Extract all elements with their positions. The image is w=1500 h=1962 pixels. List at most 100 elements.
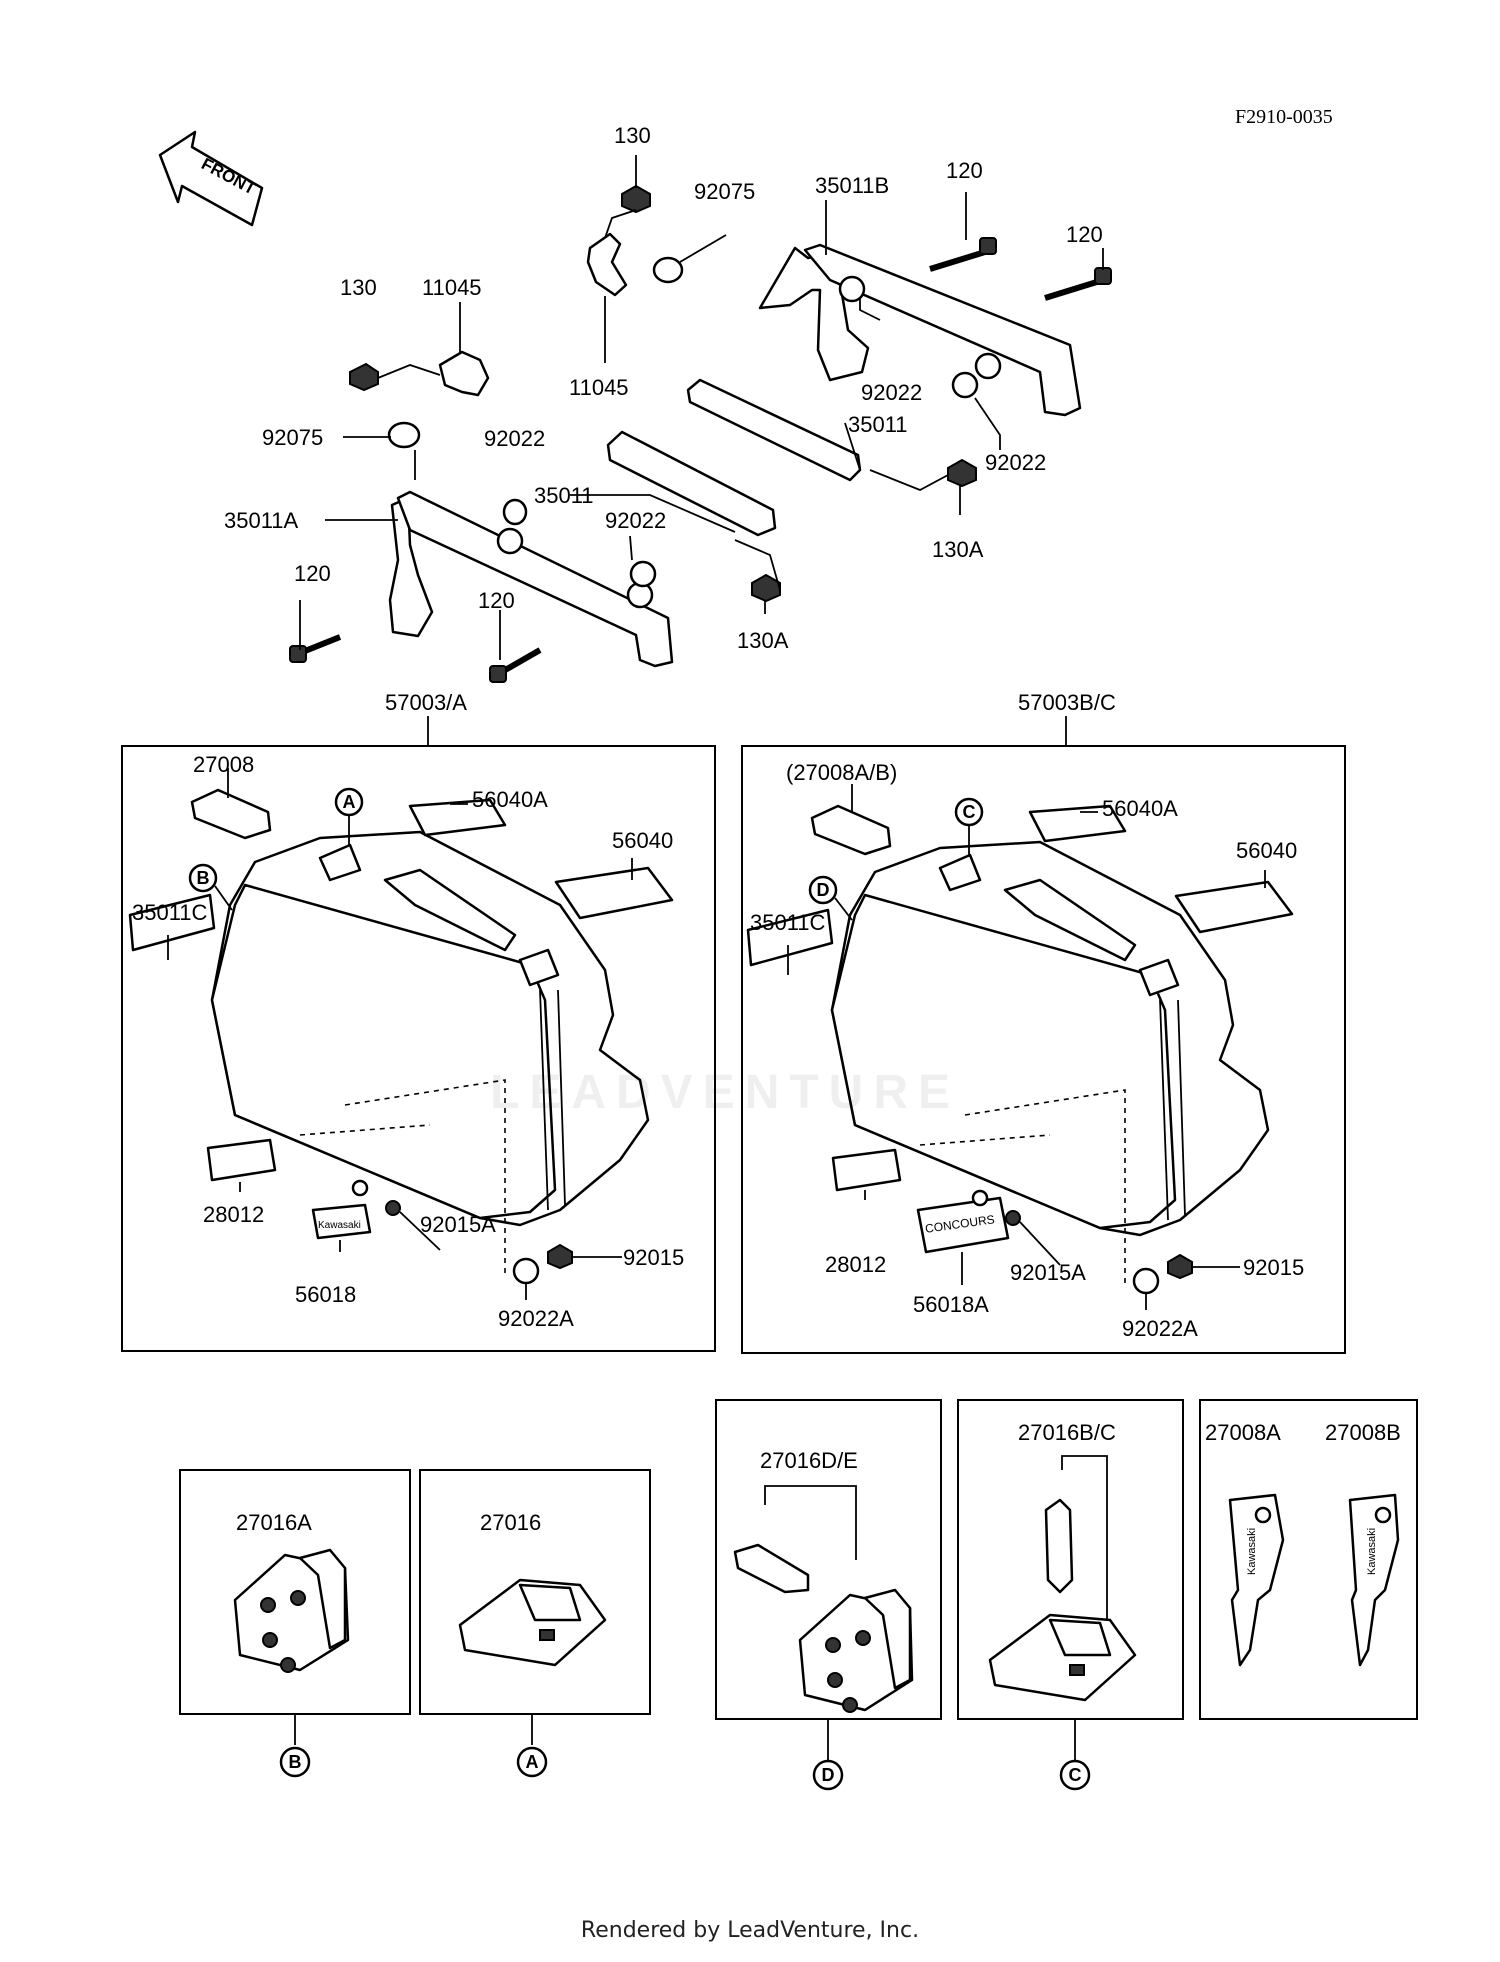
right-label-28012: 28012 <box>825 1252 886 1277</box>
footer-credit: Rendered by LeadVenture, Inc. <box>580 1918 920 1943</box>
right-label-56018A: 56018A <box>913 1292 989 1317</box>
left-case-group: 57003/A Kawasaki A B <box>121 690 716 1352</box>
key-text-b: Kawasaki <box>1366 1528 1378 1575</box>
label-130-top: 130 <box>614 123 651 148</box>
latch-box-27016DE: 27016D/E D <box>715 1399 942 1791</box>
circle-ref-B-latch-text: B <box>289 1752 302 1772</box>
left-label-56040: 56040 <box>612 828 673 853</box>
left-label-56018: 56018 <box>295 1282 356 1307</box>
diagram-code: F2910-0035 <box>1235 106 1333 128</box>
latch-key-27016DE <box>733 1543 810 1594</box>
latch-label-27016DE: 27016D/E <box>760 1448 858 1473</box>
emblem-text-left: Kawasaki <box>318 1220 361 1231</box>
label-92022-left: 92022 <box>484 426 545 451</box>
circle-ref-A-latch-text: A <box>526 1752 539 1772</box>
circle-ref-A-left-text: A <box>343 792 356 812</box>
right-label-56040: 56040 <box>1236 838 1297 863</box>
label-35011A: 35011A <box>224 508 299 533</box>
circle-ref-D-latch <box>812 1759 844 1791</box>
label-92022-mid: 92022 <box>605 508 666 533</box>
label-92022-b1: 92022 <box>861 380 922 405</box>
plate-35011C-right <box>746 908 834 967</box>
label-120-d: 120 <box>478 588 515 613</box>
circle-ref-D-latch-text: D <box>822 1765 835 1785</box>
left-case-box <box>121 745 716 1352</box>
circle-ref-C-latch <box>1059 1759 1091 1791</box>
right-label-92022A: 92022A <box>1122 1316 1198 1341</box>
watermark: LEADVENTURE <box>490 1066 961 1119</box>
circle-ref-C-latch-text: C <box>1069 1765 1082 1785</box>
label-35011-left: 35011 <box>534 483 594 508</box>
bracket-35011B <box>758 243 1082 417</box>
decal-56040-right <box>1174 880 1294 934</box>
label-92075-top: 92075 <box>694 179 755 204</box>
reflector-28012-right <box>831 1148 902 1192</box>
latch-box-27016BC: 27016B/C C <box>957 1399 1184 1791</box>
left-label-92015A: 92015A <box>420 1212 496 1237</box>
bar-35011-right <box>686 378 862 482</box>
right-case-group: 57003B/C CONCOURS C D <box>741 690 1346 1354</box>
key-label-27008B: 27008B <box>1325 1420 1401 1445</box>
label-92022-b2: 92022 <box>985 450 1046 475</box>
bar-35011-left <box>606 430 777 537</box>
right-label-92015: 92015 <box>1243 1255 1304 1280</box>
circle-ref-C-right-text: C <box>963 802 976 822</box>
front-arrow-icon: FRONT <box>158 130 264 227</box>
latch-box-27016A: 27016A B <box>179 1469 411 1778</box>
right-label-27008AB: (27008A/B) <box>786 760 897 785</box>
label-11045-left: 11045 <box>422 275 482 300</box>
key-icon-27008A: Kawasaki <box>1228 1493 1285 1667</box>
key-label-27008A: 27008A <box>1205 1420 1281 1445</box>
key-box-27008AB: 27008A 27008B Kawasaki Kawasaki <box>1199 1399 1418 1720</box>
circle-ref-B-left <box>188 863 218 893</box>
latch-label-27016BC: 27016B/C <box>1018 1420 1116 1445</box>
mount-labels: 130 92075 35011B 120 120 130 11045 11045… <box>224 123 1103 653</box>
circle-ref-B-latch <box>279 1746 311 1778</box>
latch-label-27016A: 27016A <box>236 1510 312 1535</box>
label-11045-mid: 11045 <box>569 375 629 400</box>
label-130-left: 130 <box>340 275 377 300</box>
right-case-box <box>741 745 1346 1354</box>
latch-box-27016: 27016 A <box>419 1469 651 1778</box>
label-35011-right: 35011 <box>848 412 908 437</box>
circle-ref-A-latch <box>516 1746 548 1778</box>
key-blank-27008 <box>190 788 272 840</box>
label-92075-left: 92075 <box>262 425 323 450</box>
key-text-a: Kawasaki <box>1246 1528 1258 1575</box>
left-case-title: 57003/A <box>385 690 467 715</box>
decal-56040A-right <box>1028 804 1127 843</box>
right-label-35011C: 35011C <box>750 910 826 935</box>
left-label-28012: 28012 <box>203 1202 264 1227</box>
latch-key-27016BC <box>1044 1498 1074 1594</box>
label-120-c: 120 <box>294 561 331 586</box>
hardware-parts <box>289 184 1112 683</box>
plate-35011C <box>128 893 216 952</box>
label-130A-right: 130A <box>932 537 984 562</box>
decal-56040A <box>408 798 507 837</box>
right-label-92015A: 92015A <box>1010 1260 1086 1285</box>
emblem-56018 <box>311 1203 372 1240</box>
circle-ref-B-left-text: B <box>197 868 210 888</box>
circle-ref-D-right-text: D <box>817 880 830 900</box>
label-35011B: 35011B <box>815 173 889 198</box>
left-label-35011C: 35011C <box>132 900 208 925</box>
circle-ref-D-right <box>808 875 838 905</box>
right-case-title: 57003B/C <box>1018 690 1116 715</box>
key-icon-27008B: Kawasaki <box>1348 1493 1400 1667</box>
leader-lines <box>299 155 1104 660</box>
left-label-92015: 92015 <box>623 1245 684 1270</box>
label-130A-mid: 130A <box>737 628 789 653</box>
left-label-56040A: 56040A <box>472 787 548 812</box>
label-120-b: 120 <box>1066 222 1103 247</box>
right-label-56040A: 56040A <box>1102 796 1178 821</box>
decal-56040 <box>554 866 674 920</box>
emblem-56018A <box>916 1196 1010 1254</box>
reflector-28012 <box>206 1138 277 1182</box>
label-120-a: 120 <box>946 158 983 183</box>
bracket-35011A <box>388 490 674 668</box>
latch-label-27016: 27016 <box>480 1510 541 1535</box>
left-label-92022A: 92022A <box>498 1306 574 1331</box>
left-label-27008: 27008 <box>193 752 254 777</box>
key-blank-27008AB <box>810 804 892 856</box>
